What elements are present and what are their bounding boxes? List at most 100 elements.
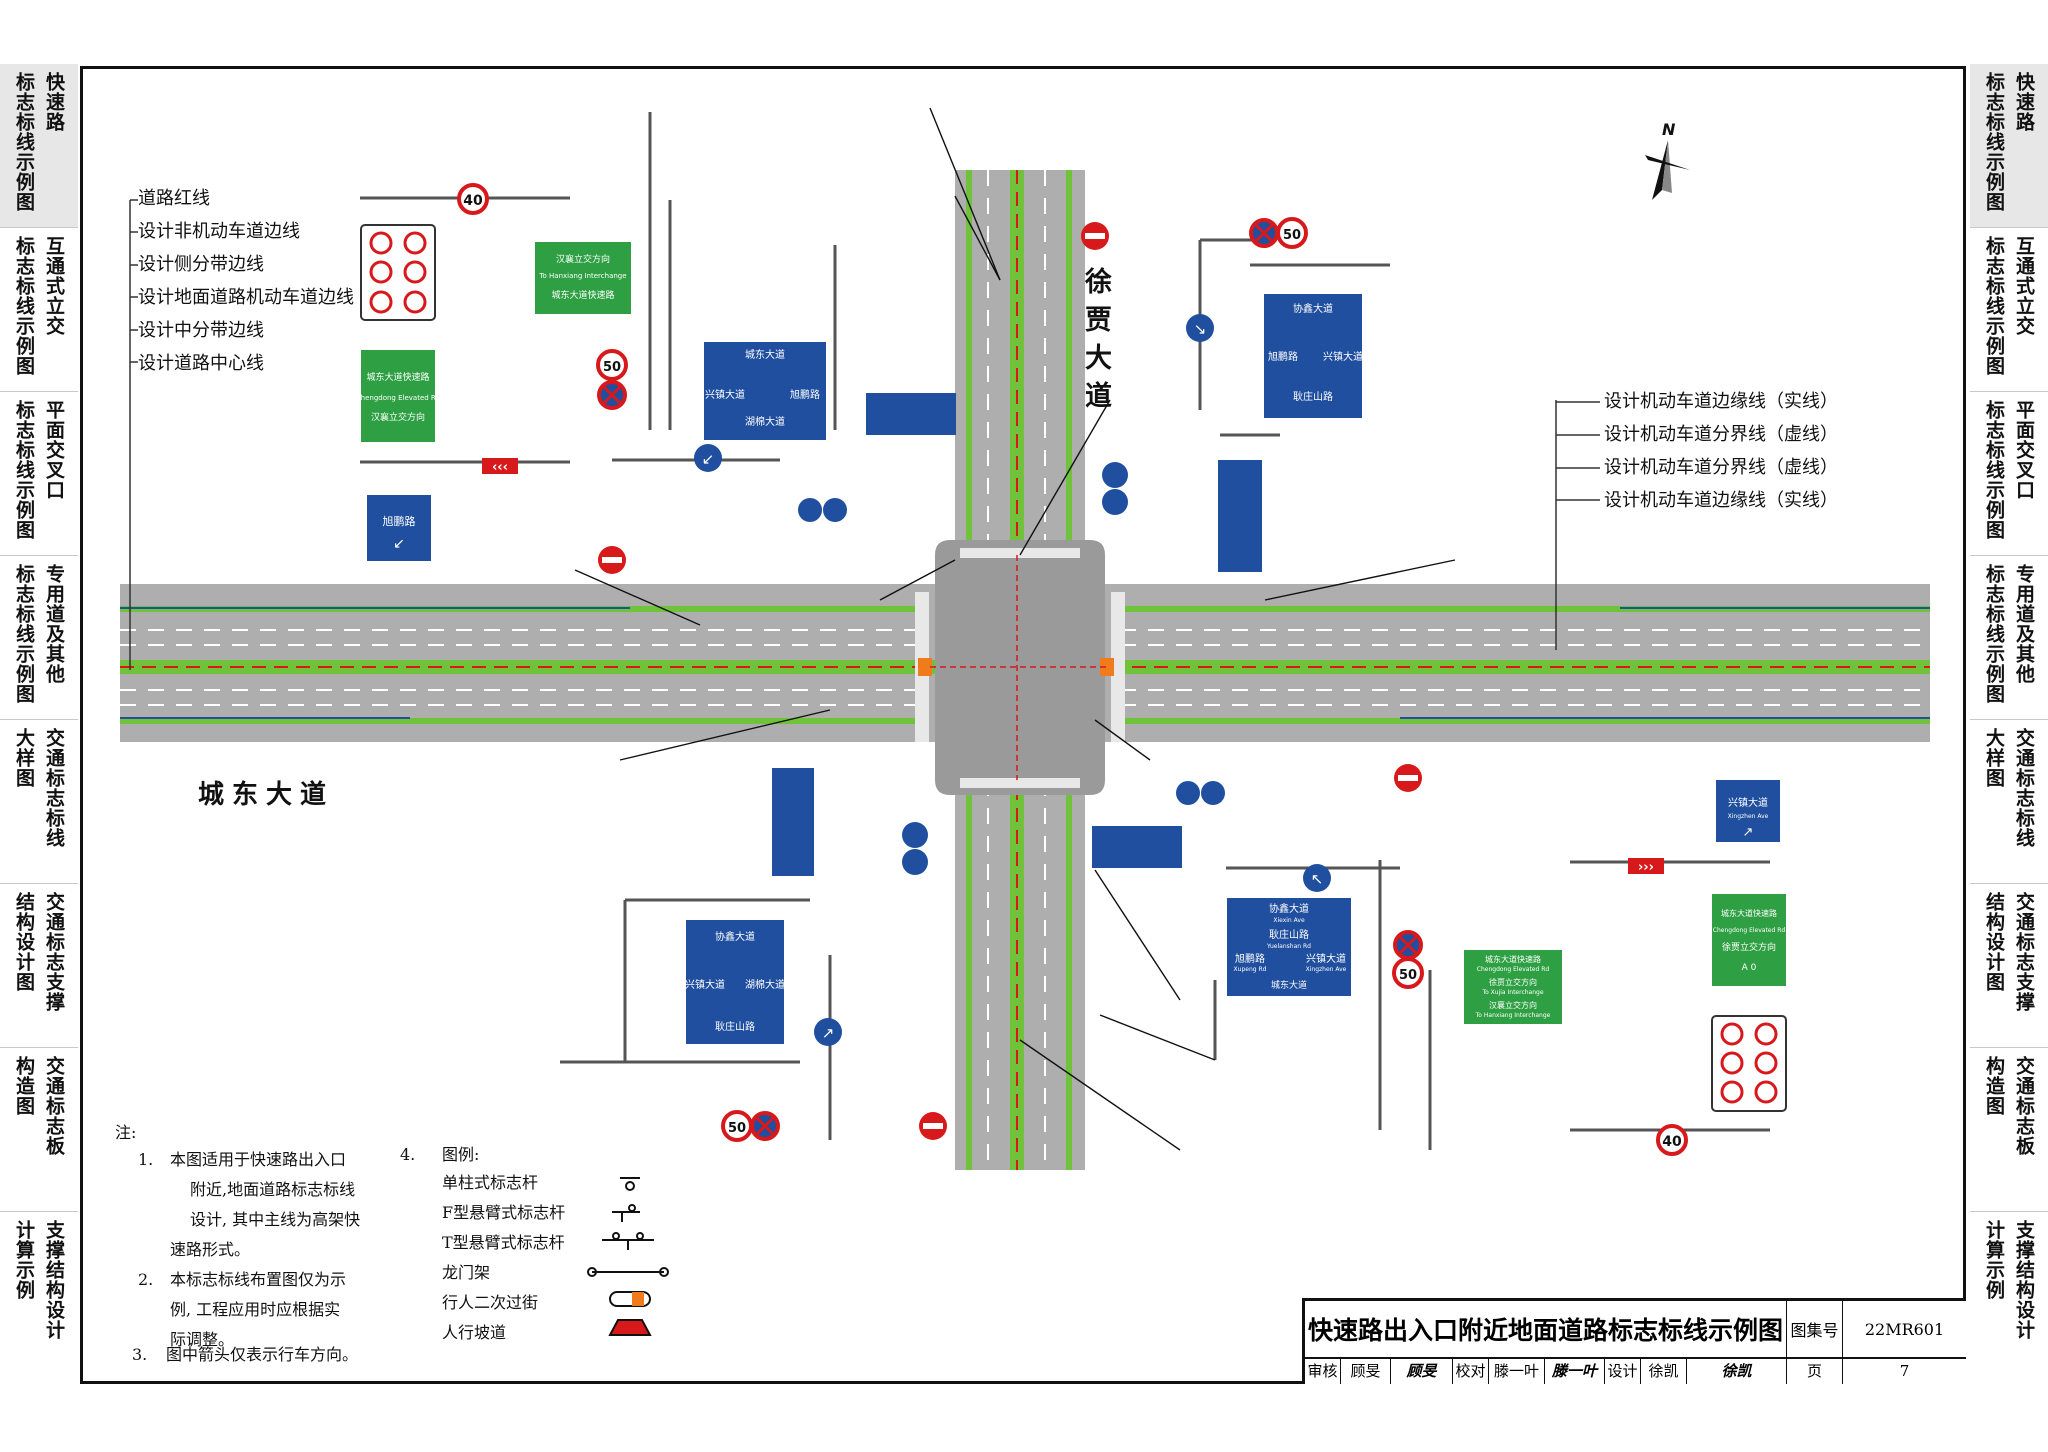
side-tab-interchange[interactable]: 标志标线示例图互通式立交 (1970, 228, 2048, 392)
no-entry-sign-nw (598, 546, 626, 574)
drawing-title: 快速路出入口附近地面道路标志标线示例图 (1305, 1301, 1787, 1357)
page-number: 7 (1899, 1361, 1910, 1380)
side-tab-calculation[interactable]: 计算示例支撑结构设计 (0, 1212, 78, 1384)
right-line-legend: 设计机动车道边缘线（实线） 设计机动车道分界线（虚线） 设计机动车道分界线（虚线… (1604, 385, 1838, 517)
svg-text:协鑫大道: 协鑫大道 (1269, 902, 1309, 915)
reviewer-name: 顾旻 (1341, 1357, 1391, 1384)
notes-heading: 注: (115, 1123, 137, 1142)
svg-text:50: 50 (603, 360, 621, 375)
side-tab-detail[interactable]: 大样图交通标志标线 (0, 720, 78, 884)
svg-text:‹‹‹: ‹‹‹ (492, 460, 508, 475)
svg-text:兴镇大道: 兴镇大道 (705, 388, 745, 401)
bike-lane-sign-n (1102, 462, 1128, 515)
svg-text:Chengdong Elevated Rd: Chengdong Elevated Rd (1477, 966, 1550, 973)
legend-item: 设计非机动车道边线 (138, 221, 300, 242)
tab-label: 专用道及其他 (43, 564, 65, 684)
intersection-box (915, 540, 1125, 795)
tab-label: 构造图 (1983, 1056, 2005, 1116)
checker-name: 滕一叶 (1489, 1357, 1545, 1384)
svg-text:旭鹏路: 旭鹏路 (790, 388, 820, 401)
svg-text:↘: ↘ (1194, 320, 1207, 338)
right-legend-leaders (1555, 400, 1600, 650)
tab-label: 标志标线示例图 (13, 564, 35, 704)
side-tab-sign-board[interactable]: 构造图交通标志板 (1970, 1048, 2048, 1212)
svg-text:徐贾立交方向: 徐贾立交方向 (1722, 941, 1776, 953)
tab-label: 平面交叉口 (2013, 400, 2035, 500)
no-parking-sign-sw (750, 1111, 780, 1141)
svg-text:徐贾立交方向: 徐贾立交方向 (1489, 977, 1537, 987)
note-1-number: 1. (138, 1150, 154, 1169)
note-2: 本标志标线布置图仅为示 例, 工程应用时应根据实 际调整。 (170, 1265, 346, 1355)
side-tab-intersection[interactable]: 标志标线示例图平面交叉口 (1970, 392, 2048, 556)
tab-label: 标志标线示例图 (13, 72, 35, 212)
side-tab-interchange[interactable]: 标志标线示例图互通式立交 (0, 228, 78, 392)
svg-text:城东大道: 城东大道 (745, 348, 785, 361)
legend-item: 设计机动车道边缘线（实线） (1604, 391, 1838, 412)
note-line: 本标志标线布置图仅为示 (170, 1270, 347, 1289)
lane-guide-board-se (1092, 826, 1182, 868)
note-line: 附近,地面道路标志标线 (190, 1180, 356, 1199)
tab-label: 大样图 (13, 728, 35, 788)
bike-lane-sign-s (902, 822, 928, 875)
svg-text:湖棉大道: 湖棉大道 (745, 415, 785, 428)
side-tab-intersection[interactable]: 标志标线示例图平面交叉口 (0, 392, 78, 556)
legend-item: 龙门架 (442, 1263, 491, 1282)
figure-legend-heading: 图例: (442, 1145, 480, 1164)
blue-road-board-nw: 旭鹏路↙ (367, 495, 431, 561)
svg-text:耿庄山路: 耿庄山路 (715, 1020, 755, 1033)
svg-text:↙: ↙ (393, 536, 405, 552)
note-line: 速路形式。 (170, 1240, 251, 1259)
legend-item: 行人二次过街 (442, 1293, 539, 1312)
no-parking-sign-n (597, 380, 627, 410)
left-line-legend: 道路红线 设计非机动车道边线 设计侧分带边线 设计地面道路机动车道边线 设计中分… (138, 182, 354, 380)
svg-text:兴镇大道: 兴镇大道 (1306, 952, 1346, 965)
tab-label: 互通式立交 (43, 236, 65, 336)
side-tab-support-structure[interactable]: 结构设计图交通标志支撑 (0, 884, 78, 1048)
svg-text:城东大道快速路: 城东大道快速路 (1721, 908, 1777, 918)
left-side-index: 标志标线示例图快速路 标志标线示例图互通式立交 标志标线示例图平面交叉口 标志标… (0, 64, 78, 1384)
side-tab-special-lanes[interactable]: 标志标线示例图专用道及其他 (1970, 556, 2048, 720)
svg-text:汉襄立交方向: 汉襄立交方向 (556, 253, 610, 265)
svg-text:To Xujia Interchange: To Xujia Interchange (1481, 989, 1543, 996)
side-tab-expressway[interactable]: 标志标线示例图快速路 (1970, 64, 2048, 228)
svg-text:50: 50 (1399, 968, 1417, 983)
svg-text:耿庄山路: 耿庄山路 (1293, 390, 1333, 403)
bike-lane-sign-e (1176, 781, 1225, 805)
lane-guide-board-ne (1218, 460, 1262, 572)
svg-text:兴镇大道: 兴镇大道 (1323, 350, 1363, 363)
side-tab-detail[interactable]: 大样图交通标志标线 (1970, 720, 2048, 884)
signature-row: 审核 顾旻 顾旻 校对 滕一叶 滕一叶 设计 徐凯 徐凯 页 7 (1305, 1357, 1966, 1384)
road-name-north-south: 徐贾大道 (1085, 267, 1112, 412)
reviewer-signature: 顾旻 (1391, 1357, 1453, 1384)
tab-label: 大样图 (1983, 728, 2005, 788)
prohibition-board-se (1711, 1015, 1787, 1112)
tab-label: 专用道及其他 (2013, 564, 2035, 684)
svg-text:Xingzhen Ave: Xingzhen Ave (1728, 813, 1769, 820)
prohibition-board-nw (360, 224, 436, 321)
svg-text:Chengdong Elevated Rd: Chengdong Elevated Rd (1713, 927, 1786, 934)
figure-legend-number: 4. (400, 1145, 416, 1164)
tab-label: 支撑结构设计 (2013, 1220, 2035, 1340)
side-tab-expressway[interactable]: 标志标线示例图快速路 (0, 64, 78, 228)
svg-text:↙: ↙ (702, 450, 715, 468)
speed-limit-sign-n: 50 (596, 349, 628, 381)
side-tab-calculation[interactable]: 计算示例支撑结构设计 (1970, 1212, 2048, 1384)
side-tab-special-lanes[interactable]: 标志标线示例图专用道及其他 (0, 556, 78, 720)
svg-text:50: 50 (728, 1121, 746, 1136)
svg-text:旭鹏路: 旭鹏路 (1235, 952, 1265, 965)
no-entry-sign-ne (1081, 222, 1109, 250)
svg-text:Xupeng Rd: Xupeng Rd (1234, 966, 1267, 973)
svg-text:50: 50 (1283, 228, 1301, 243)
speed-limit-sign-se: 50 (1392, 957, 1424, 989)
side-tab-support-structure[interactable]: 结构设计图交通标志支撑 (1970, 884, 2048, 1048)
drawing-frame (80, 66, 1966, 1384)
tab-label: 快速路 (43, 72, 65, 132)
tab-label: 交通标志板 (43, 1056, 65, 1156)
side-tab-sign-board[interactable]: 构造图交通标志板 (0, 1048, 78, 1212)
speed-limit-sign-ne: 50 (1276, 217, 1308, 249)
tab-label: 结构设计图 (13, 892, 35, 992)
title-row: 快速路出入口附近地面道路标志标线示例图 图集号 22MR601 (1305, 1301, 1966, 1359)
page-label: 页 (1787, 1357, 1843, 1384)
svg-text:汉襄立交方向: 汉襄立交方向 (371, 411, 425, 423)
